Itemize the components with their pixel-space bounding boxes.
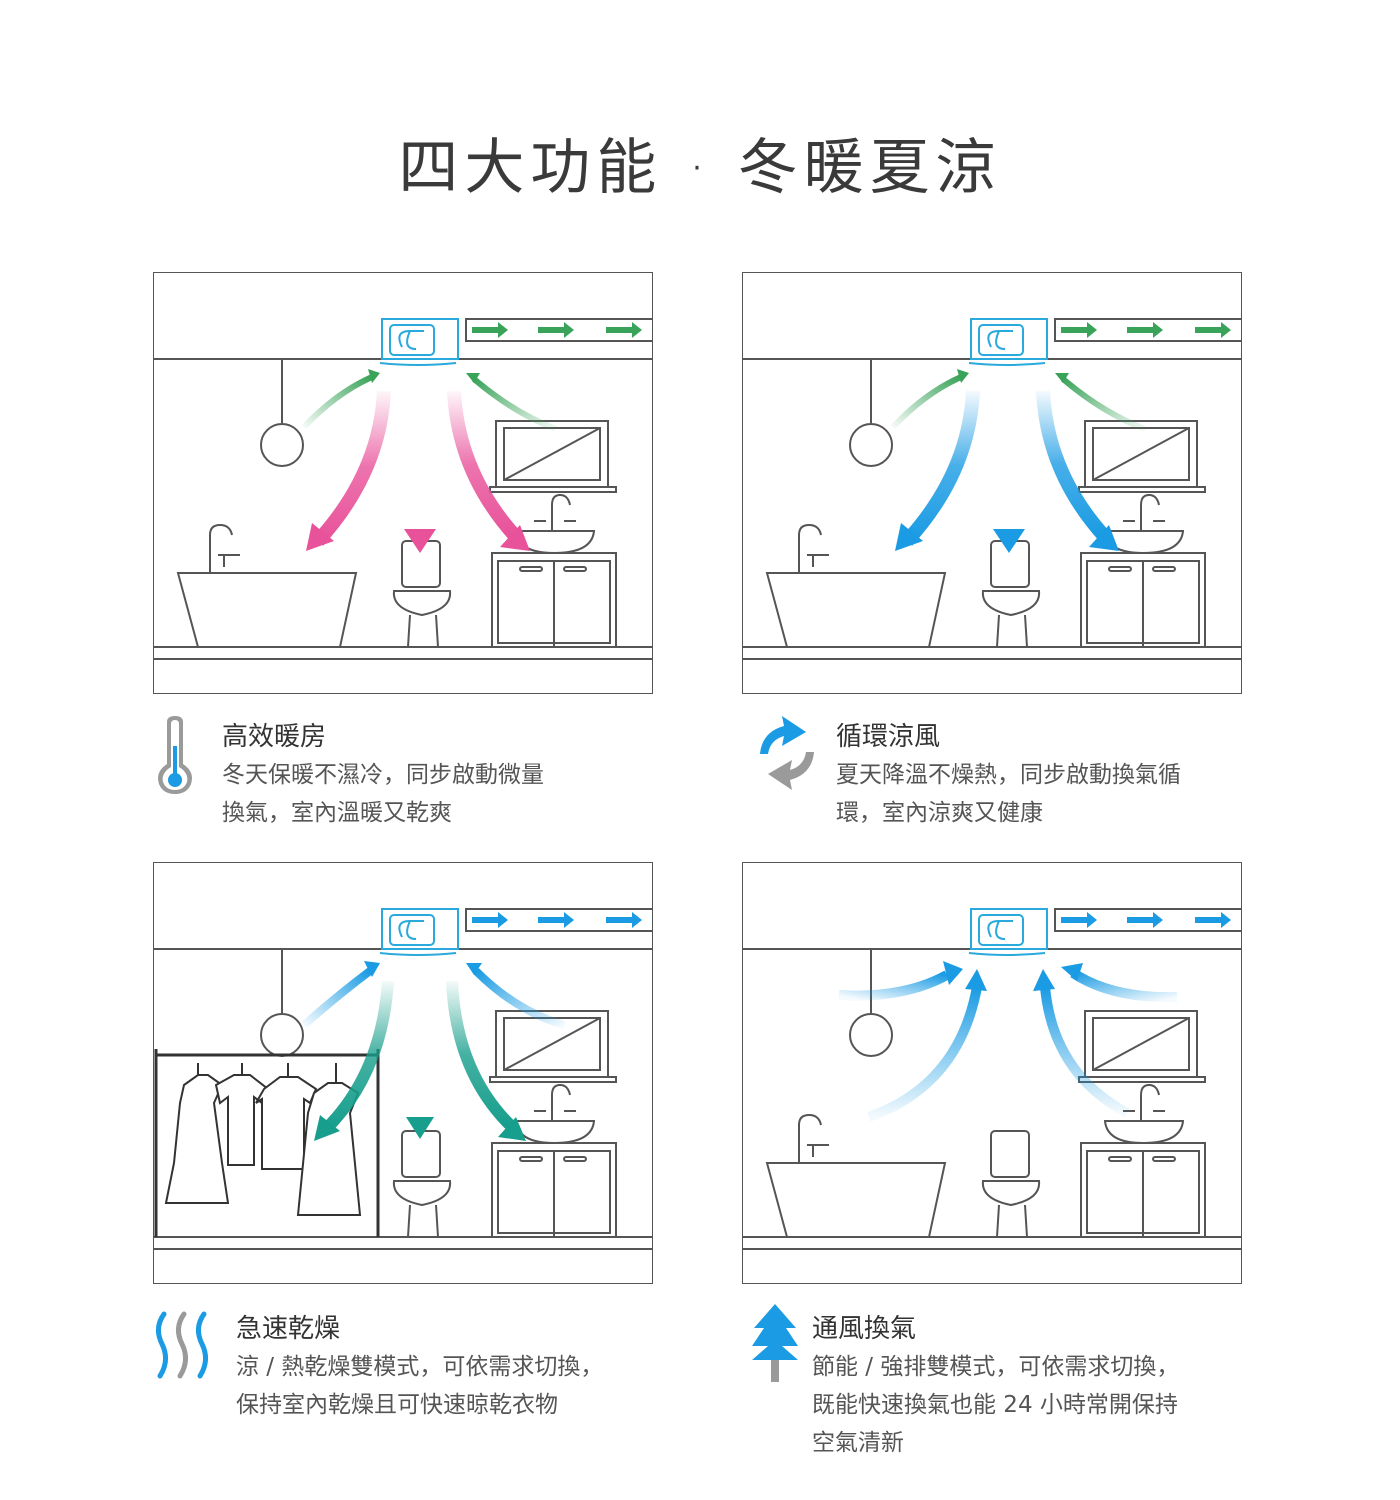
ventilation-illustration	[742, 862, 1242, 1284]
feature-desc: 換氣，室內溫暖又乾爽	[222, 800, 452, 826]
feature-title: 高效暖房	[222, 722, 327, 752]
circulation-arrows-icon	[752, 714, 822, 796]
page-title: 四大功能 · 冬暖夏涼	[398, 133, 1002, 203]
feature-desc: 保持室內乾燥且可快速晾乾衣物	[236, 1392, 558, 1418]
thermometer-icon	[153, 716, 197, 798]
cooling-illustration	[742, 272, 1242, 694]
feature-desc: 涼 / 熱乾燥雙模式，可依需求切換，	[236, 1354, 604, 1380]
feature-desc: 空氣清新	[812, 1430, 904, 1456]
feature-title: 循環涼風	[836, 722, 941, 752]
feature-desc: 既能快速換氣也能 24 小時常開保持	[812, 1392, 1178, 1418]
hanging-clothes	[164, 1063, 362, 1216]
heat-waves-icon	[152, 1310, 216, 1384]
clothes-rack	[154, 1049, 380, 1237]
feature-title: 急速乾燥	[236, 1314, 341, 1344]
feature-title: 通風換氣	[812, 1314, 917, 1344]
up-arrow-tree-icon	[750, 1304, 800, 1388]
drying-illustration	[153, 862, 653, 1284]
feature-desc: 冬天保暖不濕冷，同步啟動微量	[222, 762, 544, 788]
feature-desc: 夏天降溫不燥熱，同步啟動換氣循	[836, 762, 1181, 788]
feature-desc: 節能 / 強排雙模式，可依需求切換，	[812, 1354, 1180, 1380]
heating-illustration	[153, 272, 653, 694]
feature-desc: 環，室內涼爽又健康	[836, 800, 1043, 826]
green-exhaust-arrows	[472, 322, 642, 338]
